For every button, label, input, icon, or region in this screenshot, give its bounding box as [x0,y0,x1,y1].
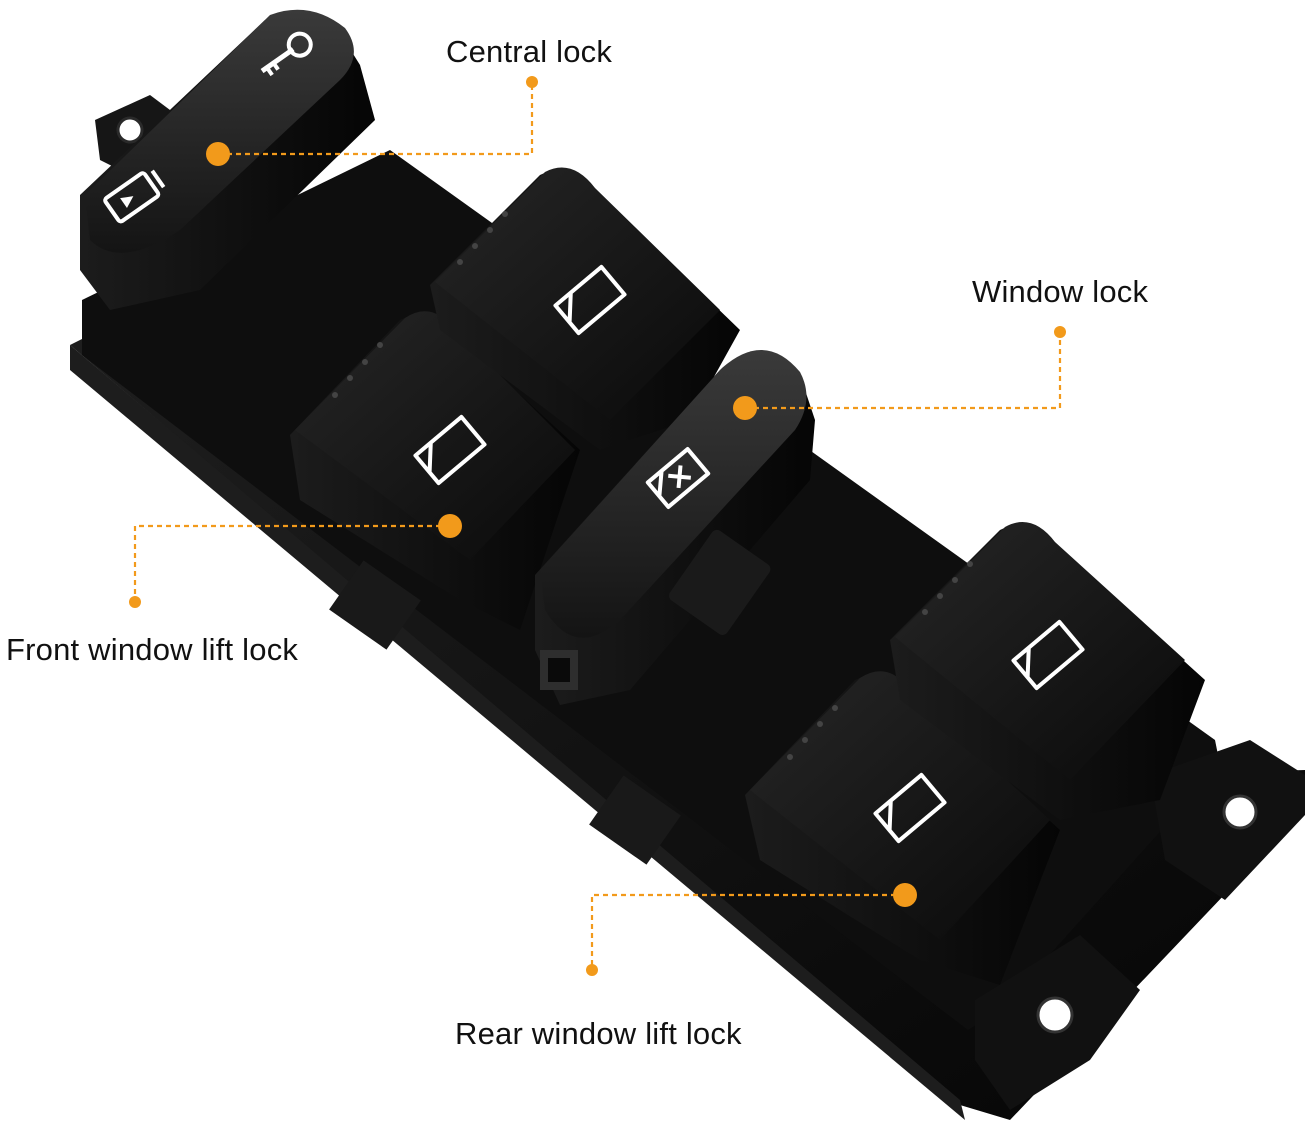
door-lock-icon [103,169,166,224]
callout-marker-front-window-lift-lock [438,514,462,538]
label-central-lock: Central lock [446,34,613,69]
rear-right-button-face [895,522,1185,780]
rear-left-button-face [750,671,1050,940]
housing-tab [329,560,421,650]
front-right-button-face [435,167,720,420]
rear-right-window-button[interactable] [890,522,1205,820]
callout-end-rear-window-lift-lock [586,964,598,976]
window-lock-switch[interactable] [535,349,815,705]
callout-marker-rear-window-lift-lock [893,883,917,907]
housing-tab [589,775,681,865]
window-icon [413,414,487,486]
callout-line-front-window-lift-lock [133,524,450,602]
front-left-window-button[interactable] [290,311,580,630]
callout-line-central-lock [218,82,534,156]
callout-rear-window-lift-lock [586,883,917,976]
grip-dots [922,561,973,615]
window-icon [1011,619,1085,691]
key-icon [260,31,313,77]
grip-dots [787,705,838,760]
callout-end-front-window-lift-lock [129,596,141,608]
callout-line-rear-window-lift-lock [590,893,905,970]
callout-end-window-lock [1054,326,1066,338]
window-lock-top [540,349,807,638]
callout-central-lock [206,76,538,166]
callout-marker-window-lock [733,396,757,420]
callout-line-window-lock [745,332,1062,410]
central-lock-top [85,9,354,253]
rear-left-window-button[interactable] [745,671,1060,985]
housing-side-wall [70,345,965,1120]
callout-layer [129,76,1066,976]
window-lock-tab [669,529,771,635]
grip-dots [457,211,508,265]
callout-marker-central-lock [206,142,230,166]
label-window-lock: Window lock [972,274,1149,309]
callout-end-central-lock [526,76,538,88]
label-front-window-lift-lock: Front window lift lock [6,632,299,667]
mounting-hole [1222,794,1258,830]
window-icon [553,264,627,336]
callout-front-window-lift-lock [129,514,462,608]
front-right-window-button[interactable] [430,167,740,450]
central-lock-switch[interactable] [80,9,375,310]
label-rear-window-lift-lock: Rear window lift lock [455,1016,742,1051]
front-left-button-face [295,311,575,560]
grip-dots [332,342,383,398]
mounting-hole [1036,996,1074,1034]
window-lock-x-icon [645,447,711,509]
window-icon [873,772,947,844]
mounting-hole [116,116,144,144]
callout-window-lock [733,326,1066,420]
